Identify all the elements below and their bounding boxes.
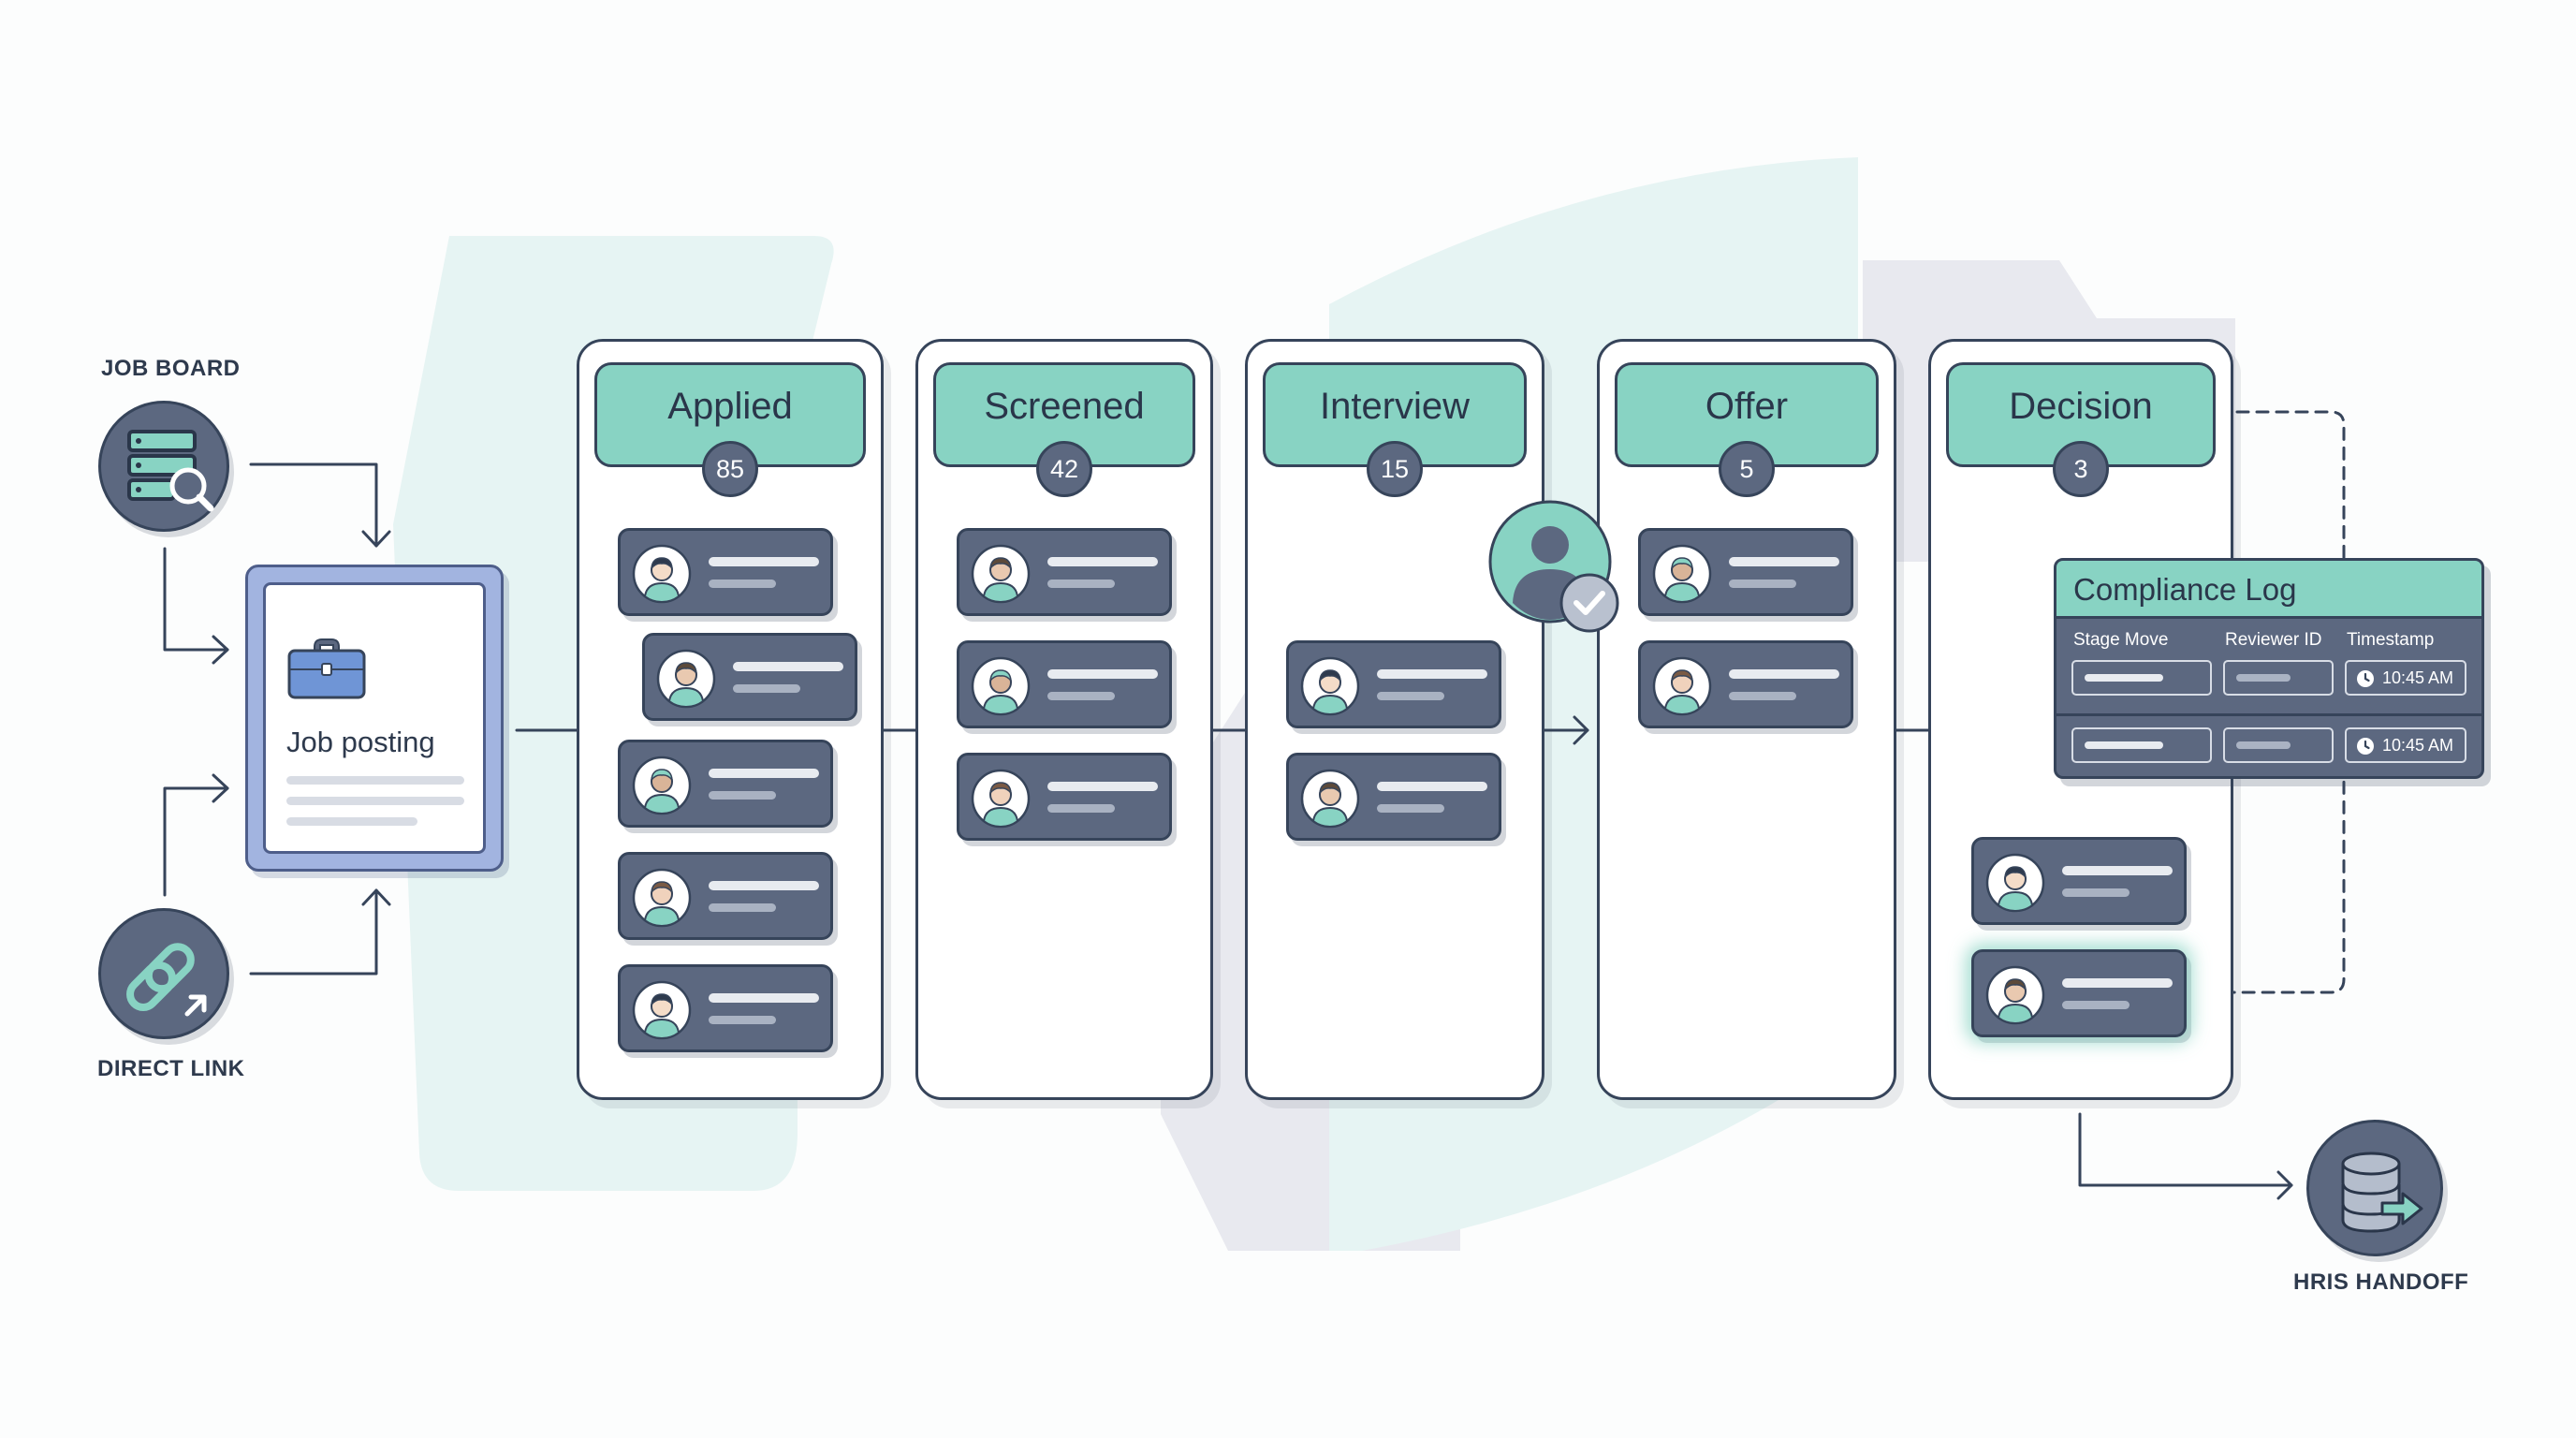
candidate-card[interactable] [618,852,833,940]
avatar [1985,853,2045,913]
stage-count-badge: 3 [2053,441,2109,497]
text-placeholder-line [286,817,417,826]
avatar [1300,769,1360,829]
avatar [1985,965,2045,1025]
avatar [632,868,692,928]
candidate-card[interactable] [957,528,1172,616]
candidate-card[interactable] [642,633,857,721]
stage-count-badge: 5 [1719,441,1775,497]
stage-count-badge: 42 [1036,441,1092,497]
avatar [1652,656,1712,716]
direct-link-label: DIRECT LINK [97,1056,245,1081]
database-export-icon[interactable] [2306,1120,2443,1256]
stage-move-cell[interactable] [2071,727,2212,763]
stage-move-cell[interactable] [2071,660,2212,696]
stage-count-badge: 85 [702,441,758,497]
avatar [632,544,692,604]
avatar [1652,544,1712,604]
stage-name: Decision [2009,386,2153,427]
candidate-card[interactable] [1638,528,1853,616]
job-posting-card[interactable]: Job posting [245,565,504,872]
stage-name: Applied [667,386,793,427]
avatar [971,544,1031,604]
avatar [971,656,1031,716]
timestamp-value: 10:45 AM [2382,736,2454,755]
avatar [632,756,692,815]
candidate-card[interactable] [618,528,833,616]
timestamp-cell[interactable]: 10:45 AM [2345,660,2466,696]
stage-name: Screened [984,386,1145,427]
column-header-reviewer-id: Reviewer ID [2225,630,2322,650]
job-posting-title: Job posting [286,726,435,758]
reviewer-id-cell[interactable] [2223,727,2334,763]
clock-icon [2357,670,2374,687]
server-search-icon[interactable] [98,401,229,532]
avatar [656,649,716,709]
person-check-icon [1488,500,1619,633]
timestamp-value: 10:45 AM [2382,668,2454,687]
column-header-stage-move: Stage Move [2073,630,2169,650]
candidate-card[interactable] [957,640,1172,728]
briefcase-icon [287,638,366,699]
compliance-log-header: Compliance Log [2056,561,2481,619]
candidate-card[interactable] [957,753,1172,841]
column-header-timestamp: Timestamp [2347,630,2435,650]
clock-icon [2357,738,2374,755]
candidate-card-selected[interactable] [1971,949,2187,1037]
avatar [632,980,692,1040]
hris-handoff-label: HRIS HANDOFF [2293,1269,2469,1295]
job-board-label: JOB BOARD [101,356,241,381]
candidate-card[interactable] [618,740,833,828]
candidate-card[interactable] [1286,640,1501,728]
reviewer-id-cell[interactable] [2223,660,2334,696]
stage-count-badge: 15 [1367,441,1423,497]
candidate-card[interactable] [1638,640,1853,728]
stage-name: Interview [1319,386,1471,427]
candidate-card[interactable] [1971,837,2187,925]
candidate-card[interactable] [618,964,833,1052]
avatar [1300,656,1360,716]
compliance-log-panel: Compliance Log Stage Move Reviewer ID Ti… [2054,558,2484,779]
stage-name: Offer [1705,386,1789,427]
text-placeholder-line [286,776,464,785]
compliance-log-title: Compliance Log [2073,572,2297,607]
avatar [971,769,1031,829]
link-icon[interactable] [98,908,229,1039]
candidate-card[interactable] [1286,753,1501,841]
row-divider [2056,713,2481,716]
text-placeholder-line [286,797,464,805]
timestamp-cell[interactable]: 10:45 AM [2345,727,2466,763]
